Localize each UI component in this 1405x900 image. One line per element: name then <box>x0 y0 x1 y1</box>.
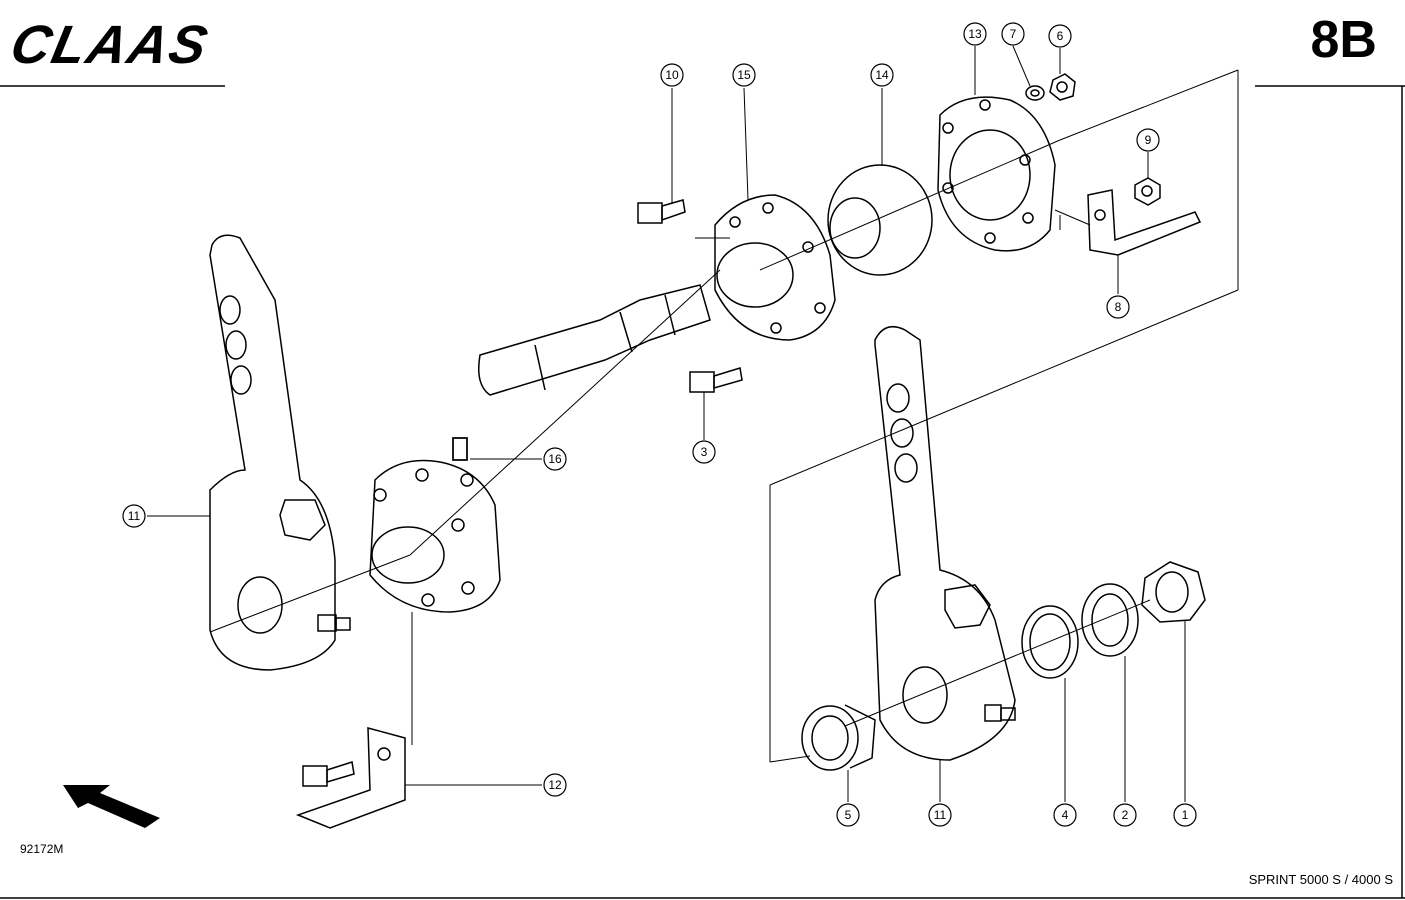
svg-text:10: 10 <box>665 68 679 82</box>
svg-text:6: 6 <box>1057 29 1064 43</box>
svg-text:11: 11 <box>934 808 947 822</box>
callout-8: 8 <box>1106 295 1130 319</box>
callout-11-right: 11 <box>928 803 952 827</box>
callout-5: 5 <box>836 803 860 827</box>
nut-6 <box>1049 73 1076 101</box>
svg-text:8: 8 <box>1115 300 1122 314</box>
svg-text:12: 12 <box>548 778 562 792</box>
drawing-number: 92172M <box>20 842 64 856</box>
washer-2 <box>1081 583 1139 657</box>
callout-15: 15 <box>732 63 756 87</box>
spherical-bushing-14 <box>827 164 933 276</box>
bolt-10 <box>637 199 686 224</box>
nut-9 <box>1134 177 1161 206</box>
callout-3: 3 <box>692 440 716 464</box>
svg-text:5: 5 <box>845 808 852 822</box>
bracket-8 <box>1087 189 1202 256</box>
bolt-3 <box>689 367 743 393</box>
flange-15 <box>714 194 836 341</box>
svg-text:15: 15 <box>737 68 751 82</box>
callout-2: 2 <box>1113 803 1137 827</box>
callout-7: 7 <box>1001 22 1025 46</box>
arrow-icon <box>63 785 160 828</box>
model-name: SPRINT 5000 S / 4000 S <box>1248 872 1393 887</box>
svg-text:11: 11 <box>128 509 141 523</box>
shaft <box>478 284 711 396</box>
svg-text:4: 4 <box>1062 808 1069 822</box>
callout-16: 16 <box>543 447 567 471</box>
callout-9: 9 <box>1136 128 1160 152</box>
washer-7 <box>1025 85 1045 101</box>
callout-10: 10 <box>660 63 684 87</box>
svg-text:7: 7 <box>1010 27 1017 41</box>
slack-adjuster-left <box>209 234 351 671</box>
svg-text:2: 2 <box>1122 808 1129 822</box>
bracket-12 <box>295 727 406 829</box>
svg-text:14: 14 <box>875 68 889 82</box>
callout-1: 1 <box>1173 803 1197 827</box>
washer-4 <box>1021 605 1079 679</box>
callout-4: 4 <box>1053 803 1077 827</box>
callout-11-left: 11 <box>122 504 146 528</box>
grease-nipple-16 <box>452 437 468 461</box>
flange-plate-13 <box>937 96 1056 252</box>
callout-14: 14 <box>870 63 894 87</box>
slack-adjuster-right <box>874 325 1016 761</box>
nut-1 <box>1141 561 1206 623</box>
svg-text:13: 13 <box>968 27 982 41</box>
svg-text:3: 3 <box>701 445 708 459</box>
svg-text:16: 16 <box>548 452 562 466</box>
callout-13: 13 <box>963 22 987 46</box>
page-number: 8B <box>1310 11 1377 69</box>
svg-text:1: 1 <box>1182 808 1189 822</box>
callout-6: 6 <box>1048 24 1072 48</box>
bearing-housing-left <box>369 437 501 613</box>
callout-12: 12 <box>543 773 567 797</box>
bushing-5 <box>801 704 876 771</box>
svg-text:9: 9 <box>1145 133 1152 147</box>
